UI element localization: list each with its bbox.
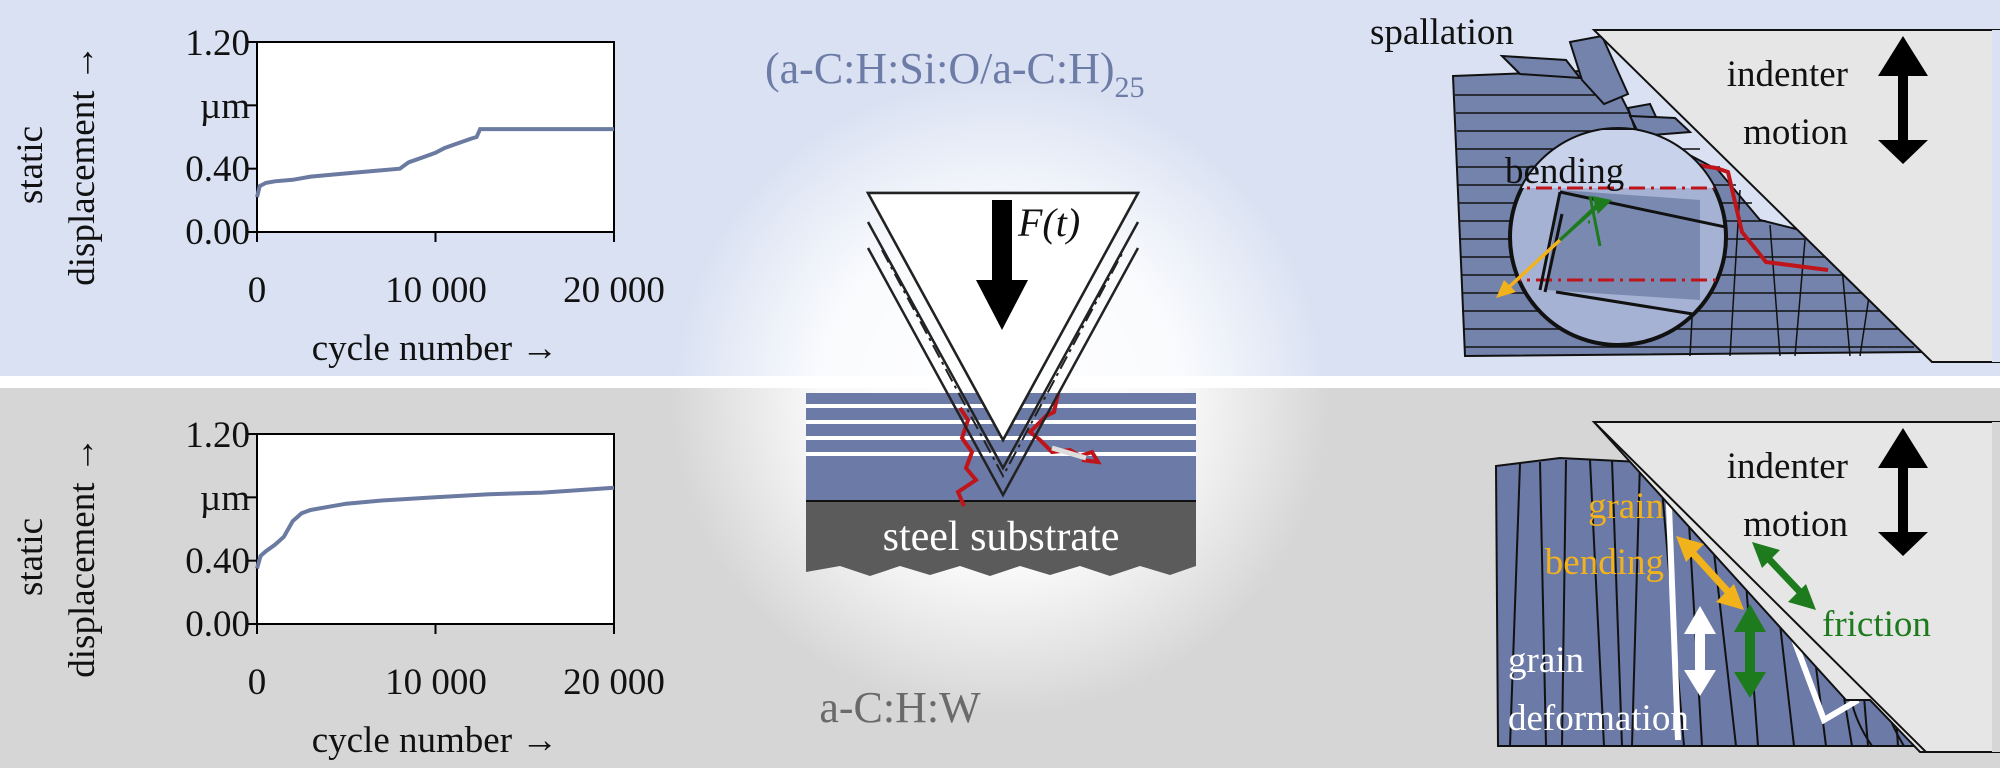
top-chart-xtick-3: 20 000	[563, 270, 665, 311]
top-chart-ytick-unit: µm	[200, 86, 250, 127]
coating-crack-left	[955, 406, 979, 507]
bottom-chart-ticks	[247, 433, 615, 634]
bottom-chart-plot-area	[256, 433, 615, 625]
green-deformation-arrow-shaft	[1745, 628, 1755, 676]
top-chart-ticks	[247, 41, 615, 242]
white-deformation-arrow-shaft	[1695, 630, 1705, 674]
top-motion-arrow-head-up	[1878, 36, 1928, 76]
green-bending-arrow-base	[1559, 206, 1597, 242]
top-coating-title-main: (a-C:H:Si:O/a-C:H)	[765, 44, 1115, 93]
indenter-outline-solid-1	[866, 221, 1140, 471]
orange-bending-arrow-head	[1496, 280, 1516, 298]
friction-arrow-head-upper	[1752, 542, 1780, 568]
bending-label: bending	[1505, 151, 1624, 192]
coating-layer-line-4	[806, 452, 1196, 456]
steel-substrate-label: steel substrate	[883, 514, 1120, 560]
top-indenter-motion-label-1: indenter	[1727, 54, 1848, 95]
zoom-crack-line-4	[1543, 213, 1564, 293]
bottom-motion-arrow-head-down	[1878, 532, 1928, 556]
bottom-indenter-motion-label-1: indenter	[1727, 446, 1848, 487]
indenter-outline-solid-2	[866, 247, 1140, 498]
coating-crack-gap	[1051, 445, 1087, 461]
top-chart: 1.20 µm 0.40 0.00 0 10 000 20 000 cycle …	[10, 23, 665, 369]
top-coating-title-subscript: 25	[1115, 71, 1145, 104]
top-right-spallation-schematic: bending spallation indenter motion	[1370, 12, 2000, 363]
top-chart-xtick-2: 10 000	[385, 270, 487, 311]
top-motion-arrow-head-down	[1878, 140, 1928, 164]
white-deformation-arrow-head-up	[1684, 606, 1716, 634]
top-chart-plot-area	[256, 41, 615, 233]
spallation-label: spallation	[1370, 12, 1514, 53]
top-chart-ytick-3: 0.00	[185, 212, 250, 253]
top-motion-arrow-shaft	[1898, 66, 1908, 150]
force-arrow-head	[976, 280, 1028, 330]
top-chart-ytick-1: 1.20	[185, 23, 250, 64]
bottom-chart-xlabel: cycle number →	[312, 720, 559, 761]
bottom-chart-ytick-1: 1.20	[185, 415, 250, 456]
top-chart-xlabel: cycle number →	[312, 328, 559, 369]
bottom-chart-xtick-1: 0	[248, 662, 267, 703]
bottom-indenter-right-edge	[1992, 422, 2000, 752]
bottom-chart-ylabel-line2: displacement →	[62, 436, 103, 677]
friction-arrow-shaft	[1763, 553, 1805, 597]
top-chart-ytick-2: 0.40	[185, 149, 250, 190]
green-bending-arrow-head	[1592, 196, 1612, 214]
bottom-chart-ytick-3: 0.00	[185, 604, 250, 645]
bottom-motion-arrow-shaft	[1898, 458, 1908, 542]
top-chart-series-line	[255, 127, 614, 198]
green-deformation-arrow-head-up	[1734, 604, 1766, 632]
white-deformation-arrow-head-down	[1684, 670, 1716, 696]
force-arrow-shaft	[992, 200, 1012, 282]
top-indenter-right-edge	[1992, 30, 2000, 362]
steel-substrate-block	[806, 501, 1196, 576]
friction-arrow-head-lower	[1788, 584, 1816, 610]
bottom-motion-arrow-head-up	[1878, 428, 1928, 468]
bottom-right-grain-schematic: grain bending friction grain deformation…	[1494, 421, 2000, 753]
bending-green-arrow-line	[1588, 195, 1602, 247]
force-label: F(t)	[1017, 200, 1080, 245]
spalled-flake-2	[1568, 34, 1630, 106]
grain-bending-arrow-shaft	[1687, 547, 1733, 597]
indenter-outline-dashdot-2	[881, 249, 1125, 479]
top-coating-title: (a-C:H:Si:O/a-C:H)25	[765, 44, 1145, 104]
friction-label: friction	[1822, 604, 1931, 645]
bottom-chart-ylabel-line1: static	[10, 518, 51, 596]
top-chart-ylabel-line2: displacement →	[62, 44, 103, 285]
white-grain-outline-1	[1665, 479, 1681, 741]
top-chart-ylabel-line1: static	[10, 126, 51, 204]
grain-bending-label-1: grain	[1588, 486, 1664, 527]
grain-deformation-label-1: grain	[1508, 640, 1584, 681]
bottom-chart: 1.20 µm 0.40 0.00 0 10 000 20 000 cycle …	[10, 415, 665, 761]
red-crack-path	[1639, 154, 1829, 272]
spalled-flake-1	[1499, 54, 1583, 80]
bottom-chart-xtick-3: 20 000	[563, 662, 665, 703]
bottom-chart-ytick-2: 0.40	[185, 541, 250, 582]
orange-bending-arrow	[1506, 238, 1562, 290]
bottom-chart-series-line	[255, 485, 615, 570]
zoom-crack-line-2	[1538, 191, 1562, 291]
top-indenter-motion-label-2: motion	[1743, 112, 1848, 153]
grain-deformation-label-2: deformation	[1508, 698, 1689, 739]
bottom-chart-ytick-unit: µm	[200, 478, 250, 519]
zoom-crack-line-1	[1559, 190, 1726, 230]
grain-bending-arrow-head-upper	[1676, 536, 1704, 562]
coating-crack-right	[1027, 393, 1102, 465]
bottom-indenter-motion-label-2: motion	[1743, 504, 1848, 545]
bottom-chart-xtick-2: 10 000	[385, 662, 487, 703]
top-chart-xtick-1: 0	[248, 270, 267, 311]
grain-bending-arrow-head-lower	[1716, 584, 1744, 610]
grain-bending-label-2: bending	[1545, 542, 1664, 583]
center-indentation-schematic: steel substrate F(t)	[806, 191, 1196, 576]
bottom-coating-title: a-C:H:W	[819, 683, 981, 732]
green-deformation-arrow-head-down	[1734, 672, 1766, 698]
